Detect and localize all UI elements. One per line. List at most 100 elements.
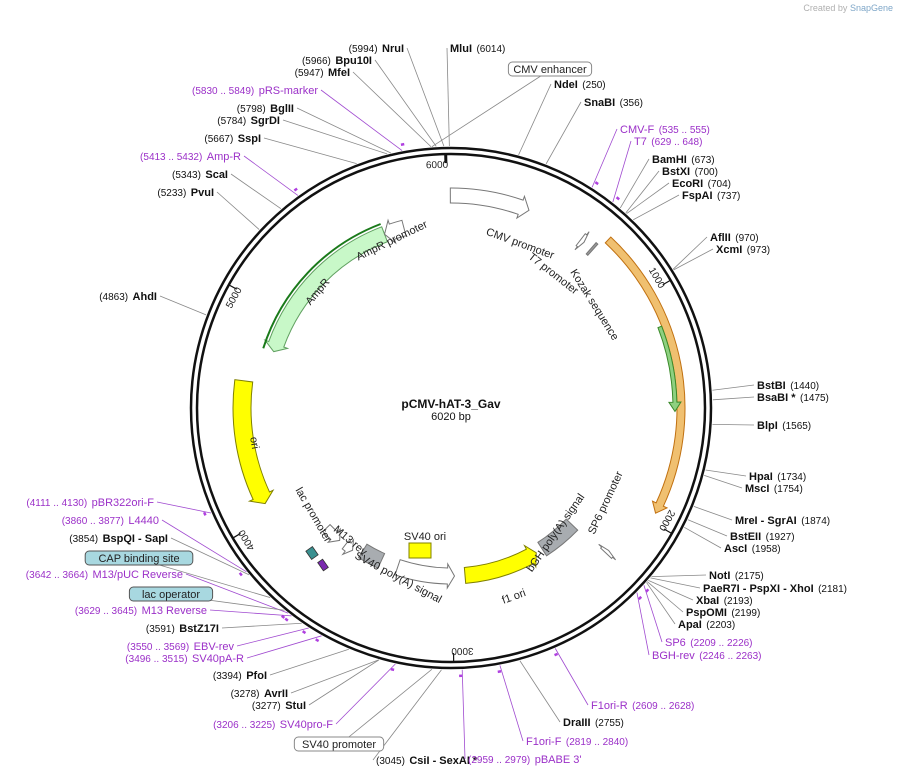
site-ahdi[interactable]: (4863) AhdI — [99, 287, 157, 304]
site-position: (3277) — [252, 701, 281, 712]
site-name: SspI — [238, 133, 261, 145]
site-noti[interactable]: NotI (2175) — [709, 566, 764, 583]
primer-pbabe-3[interactable]: (2959 .. 2979) pBABE 3' — [468, 750, 581, 767]
feature-ampr[interactable] — [263, 226, 389, 353]
primer-l4440[interactable]: (3860 .. 3877) L4440 — [62, 511, 159, 528]
primer-cmv-f[interactable]: CMV-F (535 .. 555) — [620, 120, 710, 137]
feature-m13-rev[interactable] — [341, 538, 355, 556]
site-mrei-sgrai[interactable]: MreI - SgrAI (1874) — [735, 511, 830, 528]
primer-m13-puc-reverse[interactable]: (3642 .. 3664) M13/pUC Reverse — [26, 565, 183, 582]
primer-binding-mark — [315, 638, 320, 643]
feature-sv40-ori[interactable] — [408, 542, 432, 559]
site-scai[interactable]: (5343) ScaI — [172, 165, 228, 182]
site-mfei[interactable]: (5947) MfeI — [295, 63, 350, 80]
feature-f1-ori[interactable] — [463, 544, 537, 584]
feature-kozak-sequence[interactable] — [585, 241, 599, 257]
site-leader — [651, 574, 707, 578]
primer-ebv-rev[interactable]: (3550 .. 3569) EBV-rev — [127, 637, 235, 654]
site-leader — [705, 469, 747, 477]
site-pfoi[interactable]: (3394) PfoI — [213, 666, 267, 683]
primer-sv40pro-f[interactable]: (3206 .. 3225) SV40pro-F — [213, 715, 333, 732]
boxed-feature-cap-binding-site[interactable]: CAP binding site — [84, 550, 194, 566]
primer-sv40pa-r[interactable]: (3496 .. 3515) SV40pA-R — [125, 649, 244, 666]
site-ecori[interactable]: EcoRI (704) — [672, 174, 731, 191]
feature-bgh-poly-a-signal[interactable] — [537, 518, 579, 557]
site-pvui[interactable]: (5233) PvuI — [157, 183, 214, 200]
site-mlui[interactable]: MluI (6014) — [450, 39, 505, 56]
feature-lac-promoter[interactable] — [322, 523, 341, 543]
feature-hat-3-gav[interactable] — [604, 236, 686, 514]
site-pspomi[interactable]: PspOMI (2199) — [686, 603, 760, 620]
primer-binding-mark — [284, 617, 289, 622]
site-paer7i-pspxi-xhoi[interactable]: PaeR7I - PspXI - XhoI (2181) — [703, 579, 847, 596]
primer-prs-marker[interactable]: (5830 .. 5849) pRS-marker — [192, 81, 318, 98]
site-draiii[interactable]: DraIII (2755) — [563, 713, 624, 730]
primer-f1ori-r[interactable]: F1ori-R (2609 .. 2628) — [591, 696, 694, 713]
feature-sv40-poly-a-signal[interactable] — [357, 543, 386, 569]
site-nrui[interactable]: (5994) NruI — [349, 39, 404, 56]
site-bglii[interactable]: (5798) BglII — [237, 99, 294, 116]
primer-leader — [591, 128, 618, 188]
site-leader — [352, 71, 432, 148]
site-stui[interactable]: (3277) StuI — [252, 696, 306, 713]
site-snabi[interactable]: SnaBI (356) — [584, 93, 643, 110]
site-ndei[interactable]: NdeI (250) — [554, 75, 606, 92]
feature-cmv-promoter[interactable] — [449, 187, 530, 220]
site-hpai[interactable]: HpaI (1734) — [749, 467, 806, 484]
site-msci[interactable]: MscI (1754) — [745, 479, 803, 496]
site-bamhi[interactable]: BamHI (673) — [652, 150, 715, 167]
boxed-feature-sv40-promoter[interactable]: SV40 promoter — [293, 736, 385, 752]
boxed-feature-cmv-enhancer[interactable]: CMV enhancer — [507, 61, 593, 77]
site-asci[interactable]: AscI (1958) — [724, 539, 781, 556]
primer-f1ori-f[interactable]: F1ori-F (2819 .. 2840) — [526, 732, 628, 749]
feature-label-lac-promoter: lac promoter — [293, 485, 334, 544]
site-bstz17i[interactable]: (3591) BstZ17I — [146, 619, 219, 636]
primer-binding-mark — [390, 667, 395, 672]
leader-lines — [138, 47, 755, 761]
feature-ori[interactable] — [232, 379, 275, 505]
feature-sp6-promoter[interactable] — [598, 543, 616, 561]
site-blpi[interactable]: BlpI (1565) — [757, 416, 811, 433]
feature-t7-promoter[interactable] — [574, 231, 590, 251]
boxed-feature-lac-operator[interactable]: lac operator — [128, 586, 214, 602]
feature-sv40-promoter[interactable] — [394, 559, 456, 590]
site-csii-sexai[interactable]: (3045) CsiI - SexAI * — [376, 751, 478, 768]
site-aflii[interactable]: AflII (970) — [710, 228, 759, 245]
primer-name: M13/pUC Reverse — [93, 569, 183, 581]
site-bpu10i[interactable]: (5966) Bpu10I — [302, 51, 372, 68]
primer-binding-mark — [202, 511, 207, 516]
site-bstxi[interactable]: BstXI (700) — [662, 162, 718, 179]
site-leader — [170, 537, 250, 576]
site-xbai[interactable]: XbaI (2193) — [696, 591, 753, 608]
feature-label-f1-ori: f1 ori — [500, 587, 527, 607]
site-name: AvrII — [264, 688, 288, 700]
site-bstbi[interactable]: BstBI (1440) — [757, 376, 819, 393]
site-sspi[interactable]: (5667) SspI — [204, 129, 261, 146]
primer-t7[interactable]: T7 (629 .. 648) — [634, 132, 702, 149]
feature-inner-orf[interactable] — [657, 325, 682, 413]
site-xcmi[interactable]: XcmI (973) — [716, 240, 770, 257]
features — [232, 187, 686, 590]
site-name: AscI — [724, 543, 747, 555]
primer-amp-r[interactable]: (5413 .. 5432) Amp-R — [140, 147, 241, 164]
site-apai[interactable]: ApaI (2203) — [678, 615, 735, 632]
primer-name: F1ori-F — [526, 736, 562, 748]
primer-m13-reverse[interactable]: (3629 .. 3645) M13 Reverse — [75, 601, 207, 618]
site-avrii[interactable]: (3278) AvrII — [231, 684, 288, 701]
primer-bgh-rev[interactable]: BGH-rev (2246 .. 2263) — [652, 646, 762, 663]
site-bsteii[interactable]: BstEII (1927) — [730, 527, 795, 544]
primer-sp6[interactable]: SP6 (2209 .. 2226) — [665, 633, 753, 650]
site-leader — [712, 384, 755, 391]
primer-name: SV40pro-F — [280, 719, 333, 731]
site-name: CsiI - SexAI * — [409, 755, 478, 767]
primer-pbr322ori-f[interactable]: (4111 .. 4130) pBR322ori-F — [26, 493, 154, 510]
site-position: (5947) — [295, 68, 324, 79]
site-leader — [684, 526, 722, 549]
site-fspai[interactable]: FspAI (737) — [682, 186, 740, 203]
site-leader — [282, 119, 388, 155]
site-bspqi-sapi[interactable]: (3854) BspQI - SapI — [69, 529, 168, 546]
site-leader — [374, 59, 437, 147]
site-bsabi[interactable]: BsaBI * (1475) — [757, 388, 829, 405]
feature-ampr-promoter[interactable] — [383, 218, 407, 245]
site-sgrdi[interactable]: (5784) SgrDI — [217, 111, 280, 128]
